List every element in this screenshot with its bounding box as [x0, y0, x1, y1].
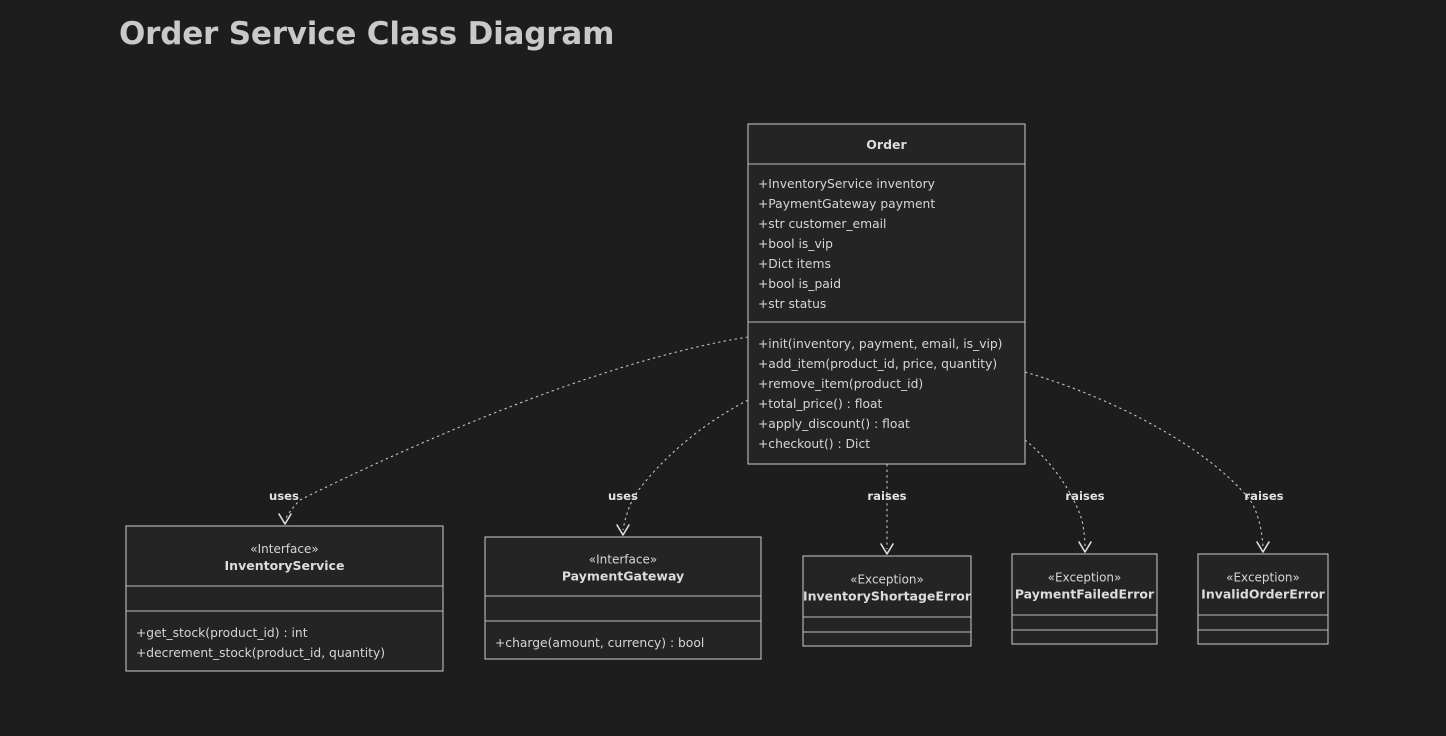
edge-label-order-raises-payment-failed: raises	[1065, 489, 1104, 503]
class-method: +decrement_stock(product_id, quantity)	[136, 646, 385, 660]
class-node-invalid-order-error[interactable]: «Exception» InvalidOrderError	[1197, 553, 1329, 645]
class-stereotype: «Exception»	[1226, 571, 1300, 585]
class-node-inventory-shortage-error[interactable]: «Exception» InventoryShortageError	[802, 555, 972, 647]
class-node-payment-failed-error[interactable]: «Exception» PaymentFailedError	[1011, 553, 1158, 645]
class-attribute: +bool is_paid	[758, 277, 841, 291]
arrowhead-icon	[616, 524, 630, 536]
edge-line-order-uses-inventory	[284, 336, 749, 521]
arrowhead-icon	[278, 513, 292, 525]
relationship-order-raises-inventory-shortage: raises	[867, 464, 907, 555]
class-stereotype: «Interface»	[589, 553, 657, 567]
edge-label-order-uses-payment: uses	[608, 489, 638, 503]
class-stereotype: «Interface»	[250, 542, 318, 556]
class-method: +remove_item(product_id)	[758, 377, 923, 391]
classes-layer: Order +InventoryService inventory +Payment…	[125, 123, 1329, 672]
class-method: +add_item(product_id, price, quantity)	[758, 357, 997, 371]
class-name: PaymentGateway	[562, 569, 684, 584]
class-node-order[interactable]: Order +InventoryService inventory +Payment…	[747, 123, 1026, 465]
relationship-order-raises-invalid-order: raises	[1024, 371, 1284, 553]
class-name: InvalidOrderError	[1201, 587, 1325, 602]
class-method: +checkout() : Dict	[758, 437, 870, 451]
class-stereotype: «Exception»	[1048, 571, 1122, 585]
class-name: InventoryShortageError	[803, 589, 972, 604]
class-name: PaymentFailedError	[1015, 587, 1155, 602]
relationship-order-raises-payment-failed: raises	[1024, 439, 1105, 553]
class-attribute: +str status	[758, 297, 826, 311]
class-attribute: +Dict items	[758, 257, 831, 271]
edge-line-order-raises-payment-failed	[1024, 439, 1086, 548]
arrowhead-icon	[880, 543, 894, 555]
class-box-outline	[484, 536, 762, 660]
edge-label-order-raises-inventory-shortage: raises	[867, 489, 906, 503]
edge-label-order-uses-inventory: uses	[269, 489, 299, 503]
class-attribute: +InventoryService inventory	[758, 177, 935, 191]
class-box-outline	[1197, 553, 1329, 645]
class-node-inventory-service[interactable]: «Interface» InventoryService +get_stock(pr…	[125, 525, 444, 672]
class-node-payment-gateway[interactable]: «Interface» PaymentGateway +charge(amount,…	[484, 536, 762, 660]
class-method: +total_price() : float	[758, 397, 883, 411]
class-box-outline	[747, 123, 1026, 465]
edge-line-order-uses-payment	[622, 399, 749, 531]
class-attribute: +bool is_vip	[758, 237, 833, 251]
class-box-outline	[1011, 553, 1158, 645]
arrowhead-icon	[1256, 541, 1270, 553]
edge-label-order-raises-invalid-order: raises	[1244, 489, 1283, 503]
relationship-order-uses-payment: uses	[608, 399, 749, 536]
class-box-outline	[802, 555, 972, 647]
class-attribute: +str customer_email	[758, 217, 886, 231]
edge-line-order-raises-invalid-order	[1024, 371, 1264, 548]
class-stereotype: «Exception»	[850, 573, 924, 587]
class-attribute: +PaymentGateway payment	[758, 197, 935, 211]
page-title: Order Service Class Diagram	[119, 16, 615, 52]
class-box-outline	[125, 525, 444, 672]
class-method: +apply_discount() : float	[758, 417, 910, 431]
arrowhead-icon	[1078, 541, 1092, 553]
class-method: +init(inventory, payment, email, is_vip)	[758, 337, 1003, 351]
class-method: +charge(amount, currency) : bool	[495, 636, 704, 650]
relationship-order-uses-inventory: uses	[269, 336, 749, 525]
class-name: InventoryService	[225, 558, 345, 573]
class-name: Order	[866, 137, 907, 152]
relationships-layer: uses uses raises raises raises	[269, 336, 1284, 555]
class-method: +get_stock(product_id) : int	[136, 626, 308, 640]
